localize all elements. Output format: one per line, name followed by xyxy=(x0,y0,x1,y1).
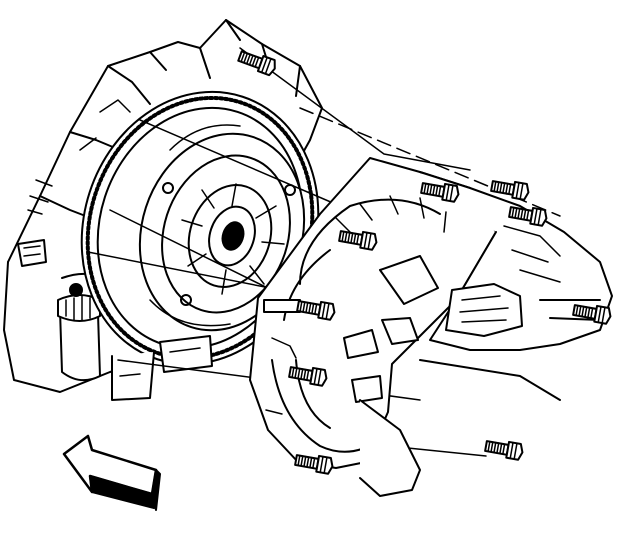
clutch-pressure-plate xyxy=(138,124,306,332)
engine-block xyxy=(3,19,323,393)
engine-mount-bracket xyxy=(111,335,213,401)
transmission-case xyxy=(359,171,613,497)
bolt xyxy=(483,437,525,462)
bolt xyxy=(236,47,279,78)
direction-arrow xyxy=(62,434,161,511)
bellhousing xyxy=(249,157,497,469)
